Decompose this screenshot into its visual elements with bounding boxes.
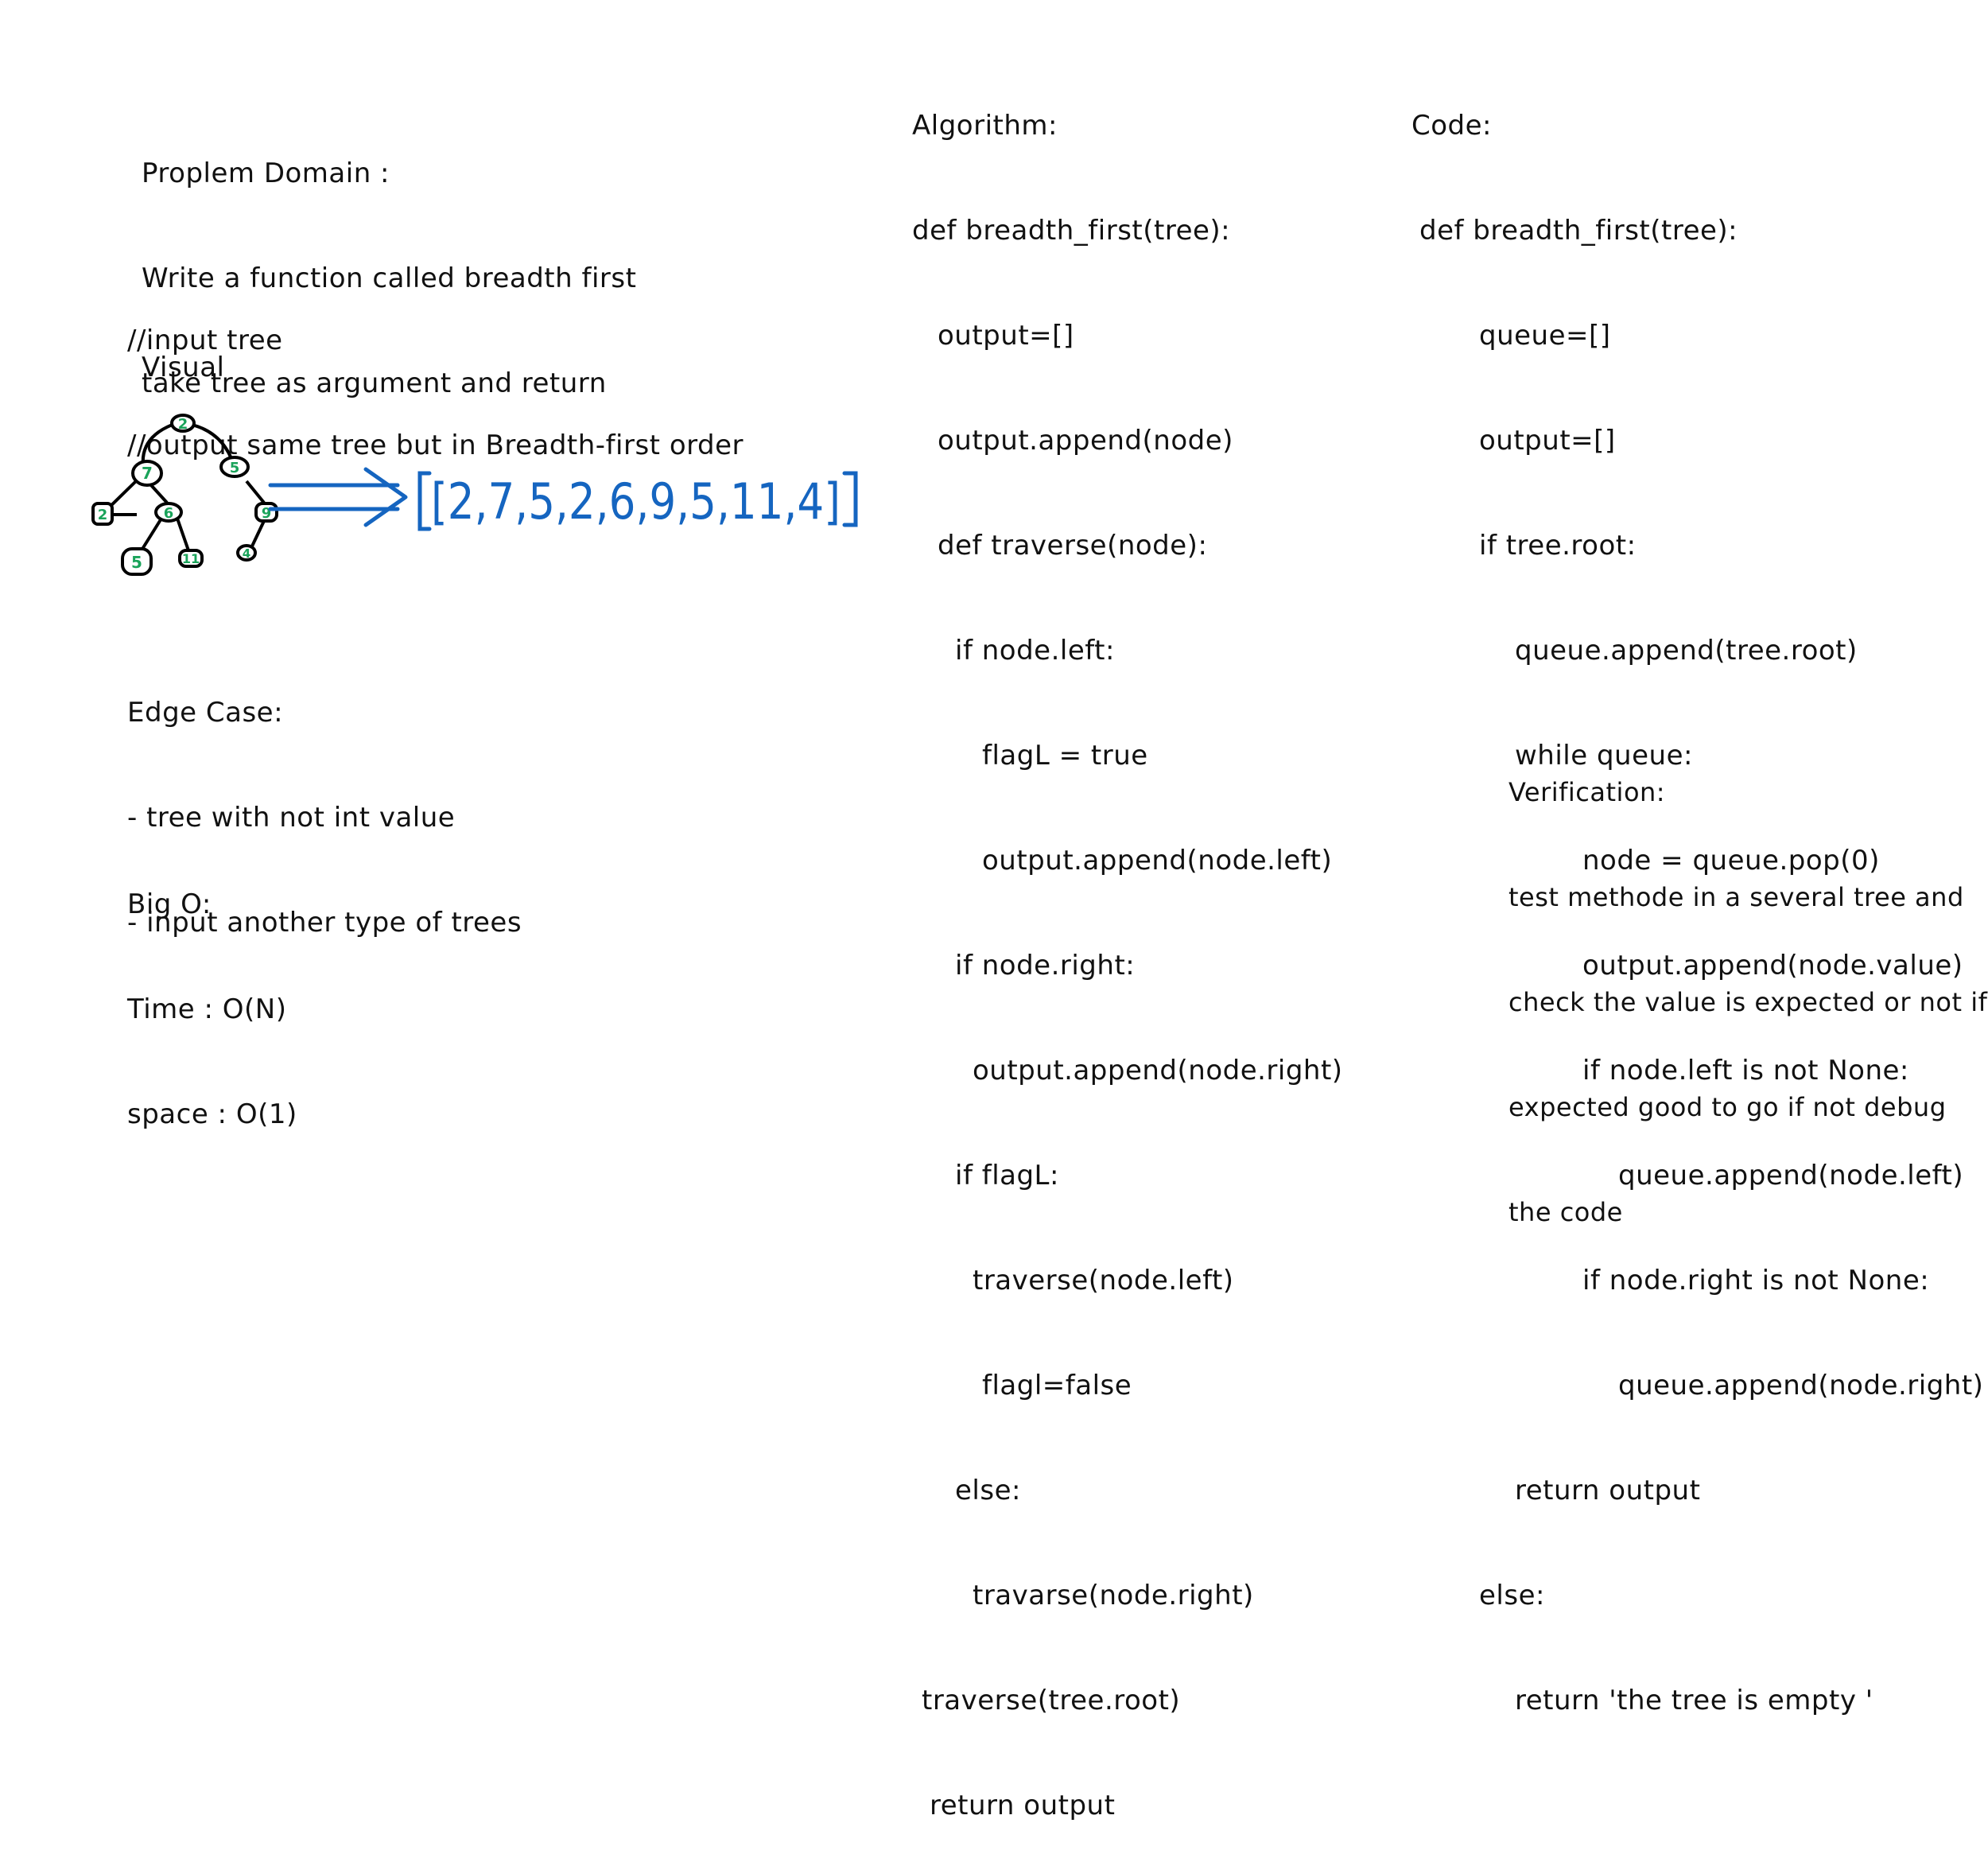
tree-edge [245,480,266,504]
tree-node-2 [170,414,196,433]
algorithm-line: output=[] [938,320,1074,352]
code-line: output.append(node.value) [1582,950,1963,981]
code-line: queue=[] [1479,320,1611,352]
result-array: [2,7,5,2,6,9,5,11,4] [431,472,841,531]
algorithm-line: if node.left: [955,635,1115,667]
code-line: if node.right is not None: [1582,1265,1930,1296]
tree-node-label: 5 [230,460,240,476]
algorithm-line: return output [930,1790,1116,1821]
tree-node-7 [131,460,163,487]
algorithm-line: traverse(tree.root) [922,1685,1181,1716]
result-brackets [417,471,858,531]
double-arrow-icon [268,467,408,527]
algorithm-heading: Algorithm: [912,110,1058,142]
tree-node-label: 5 [131,553,142,572]
code-line: return output [1515,1475,1701,1506]
tree-edges [98,422,266,554]
big-o: Big O: Time : O(N) space : O(1) [127,817,297,1167]
algorithm-line: output.append(node) [938,425,1233,457]
algorithm-line: def breadth_first(tree): [912,215,1231,247]
edge-case-item: - tree with not int value [127,802,456,834]
verification: Verification: test methode in a several … [1508,705,1987,1265]
tree-edge [138,513,165,554]
tree-node-label: 2 [178,416,188,433]
visual-heading: Visual [142,352,225,383]
tree-node-label: 4 [243,546,250,561]
big-o-space: space : O(1) [127,1098,297,1130]
code-line: if tree.root: [1479,530,1637,562]
problem-domain: Proplem Domain : Write a function called… [142,86,636,436]
algorithm-line: def traverse(node): [938,530,1208,562]
edge-case-heading: Edge Case: [127,697,284,729]
verification-line: expected good to go if not debug [1508,1092,1947,1122]
code-line: return 'the tree is empty ' [1515,1685,1873,1716]
verification-line: check the value is expected or not if [1508,987,1988,1017]
problem-domain-line: Write a function called breadth first [142,262,637,294]
code-line: else: [1479,1580,1545,1611]
tree-node-6 [154,502,183,523]
code-line: output=[] [1479,425,1616,457]
big-o-time: Time : O(N) [127,993,287,1025]
tree-node-11 [178,549,204,568]
verification-heading: Verification: [1508,777,1666,807]
code-line: queue.append(tree.root) [1515,635,1858,667]
algorithm-line: travarse(node.right) [973,1580,1254,1611]
algorithm-line: flagl=false [982,1370,1132,1401]
tree-nodes: 2 7 5 2 6 9 5 11 4 [91,414,278,576]
tree-node-label: 6 [164,505,174,522]
tree-node-label: 7 [142,464,153,483]
input-output: //input tree //output same tree but in B… [127,253,744,498]
code-line: node = queue.pop(0) [1582,845,1880,877]
edge-case-item: - input another type of trees [127,907,522,939]
algorithm: Algorithm: def breadth_first(tree): outp… [912,38,1343,1858]
algorithm-line: if flagL: [955,1160,1059,1191]
tree-node-2 [91,502,114,526]
problem-domain-line: take tree as argument and return [142,367,607,399]
tree-node-5 [121,547,153,576]
tree-node-label: 2 [98,507,108,523]
algorithm-line: else: [955,1475,1021,1506]
edge-case: Edge Case: - tree with not int value - i… [127,625,522,975]
code-line: def breadth_first(tree): [1419,215,1738,247]
code-line: while queue: [1515,740,1693,772]
code-line: queue.append(node.right) [1618,1370,1984,1401]
problem-domain-heading: Proplem Domain : [142,157,390,189]
big-o-heading: Big O: [127,888,212,920]
tree-node-label: 11 [182,551,200,566]
algorithm-line: traverse(node.left) [973,1265,1234,1296]
input-text: //input tree [127,325,283,356]
verification-line: the code [1508,1197,1623,1227]
algorithm-line: if node.right: [955,950,1136,981]
algorithm-line: output.append(node.right) [973,1055,1343,1086]
code-line: if node.left is not None: [1582,1055,1909,1086]
tree-visual: 2 7 5 2 6 9 5 11 4 [2,7,5,2,6,9,5,11,4] [91,414,858,576]
verification-line: test methode in a several tree and [1508,882,1964,912]
code-heading: Code: [1411,110,1492,142]
algorithm-line: flagL = true [982,740,1148,772]
tree-edge [175,515,191,554]
code-line: queue.append(node.left) [1618,1160,1964,1191]
tree-node-5 [219,456,250,478]
tree-edge [149,484,169,504]
algorithm-line: output.append(node.left) [982,845,1333,877]
tree-node-4 [236,544,257,562]
